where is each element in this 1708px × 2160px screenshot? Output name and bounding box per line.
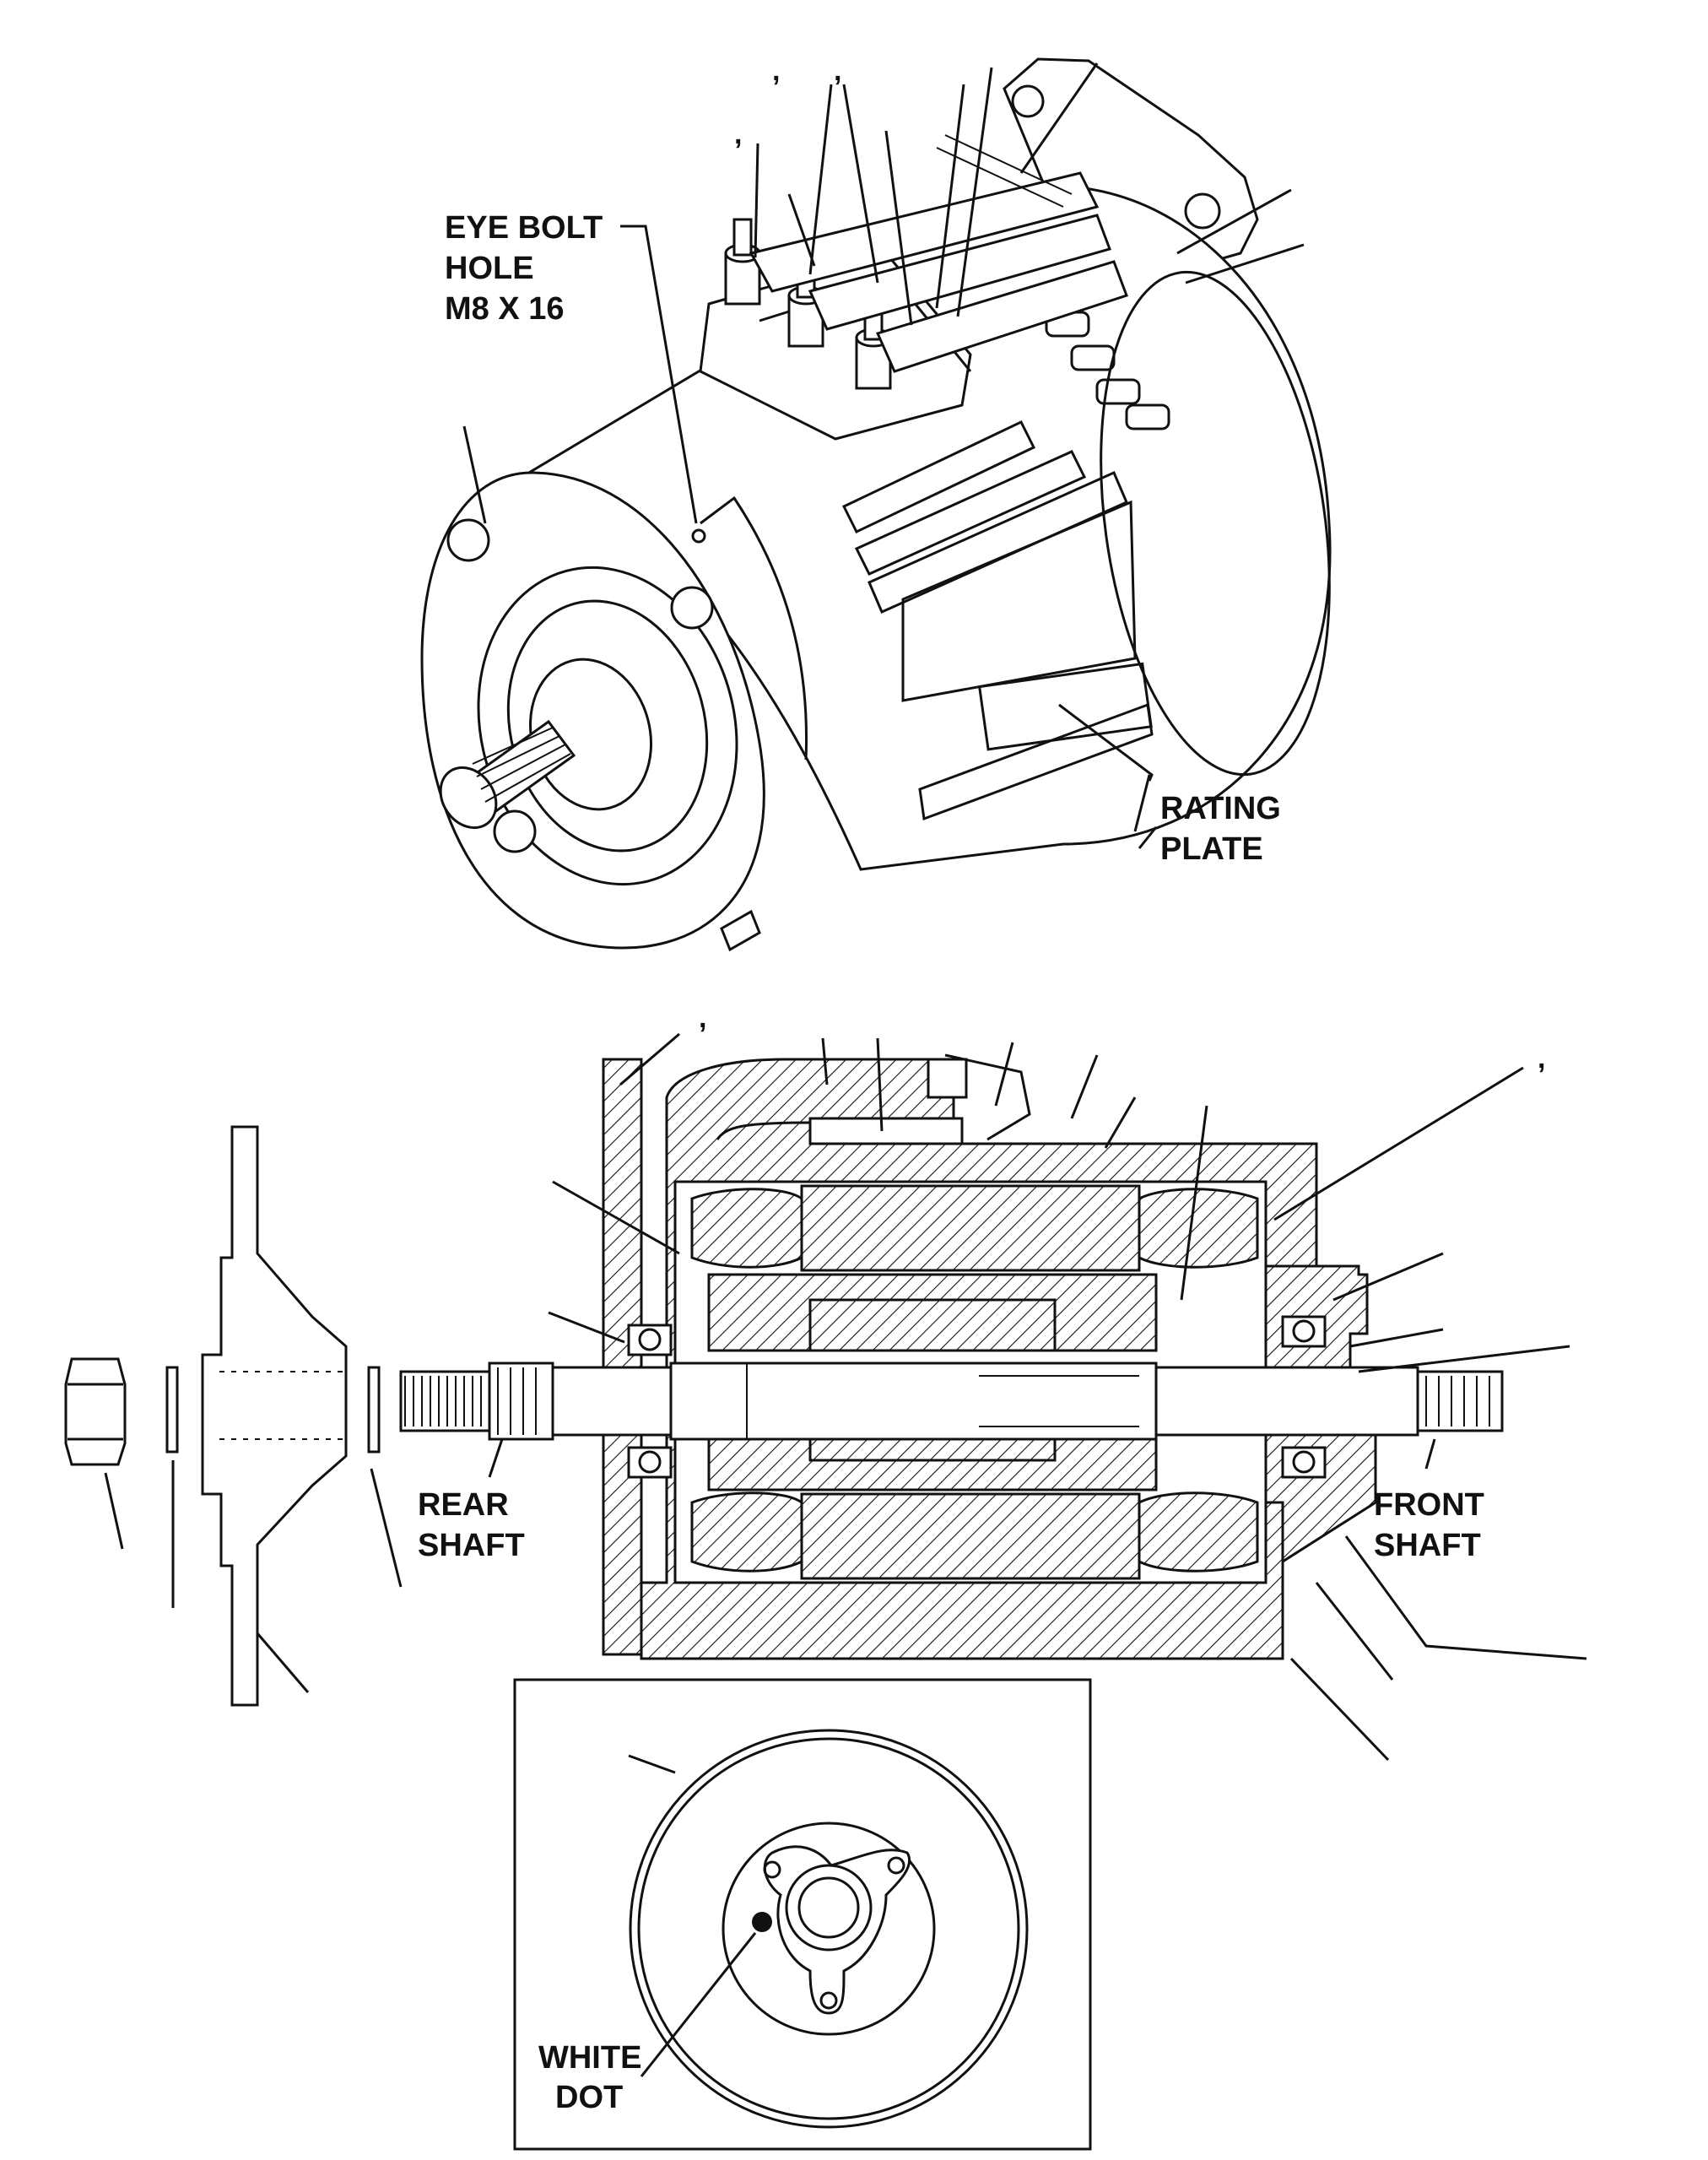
- stator-winding: [690, 1188, 803, 1269]
- terminal-block: [699, 134, 1128, 441]
- rear-bearing: [627, 1324, 673, 1479]
- power-cable: [875, 260, 1128, 373]
- washer: [367, 1366, 381, 1454]
- leader-lines-top: [462, 62, 1305, 849]
- cooling-slots: [841, 311, 1170, 821]
- end-cap-bolt: [670, 586, 714, 630]
- eye-bolt-label: HOLE: [445, 251, 534, 286]
- terminal-stud: [724, 218, 761, 306]
- rear-shaft-label: SHAFT: [418, 1528, 525, 1563]
- stator-winding: [690, 1491, 803, 1573]
- rear-spline: [399, 1362, 554, 1441]
- eye-bolt-label: EYE BOLT: [445, 210, 603, 246]
- callout-mark: ,: [699, 1002, 706, 1034]
- end-cap-bolt: [493, 809, 537, 853]
- stator-core: [800, 1492, 1141, 1580]
- callout-mark: ,: [834, 55, 841, 87]
- rotor-face-outer: [629, 1729, 1029, 2129]
- front-spline-shaft: [439, 719, 576, 830]
- power-cable: [808, 214, 1111, 331]
- front-spline: [1416, 1370, 1504, 1432]
- front-shaft-label: SHAFT: [1374, 1528, 1481, 1563]
- eye-bolt-hole: [691, 528, 706, 544]
- front-shaft-label: FRONT: [1374, 1487, 1484, 1523]
- end-cap-bolt: [446, 518, 490, 562]
- drive-flange: [201, 1125, 348, 1707]
- power-cable: [749, 171, 1100, 293]
- stator-core: [800, 1184, 1141, 1272]
- rating-plate-label: PLATE: [1160, 831, 1263, 867]
- leader-lines-middle: [104, 1032, 1587, 1762]
- exploded-parts: [64, 1125, 381, 1707]
- white-dot-label: WHITE: [538, 2040, 641, 2076]
- callout-mark: ,: [772, 55, 780, 87]
- labels: EYE BOLT HOLE M8 X 16 RATING PLATE REAR …: [418, 55, 1545, 2115]
- rear-shaft-label: REAR: [418, 1487, 509, 1523]
- front-bearing: [1281, 1315, 1327, 1479]
- stator-winding: [1138, 1491, 1259, 1573]
- flange-hole: [1184, 192, 1221, 230]
- rear-end-plate: [602, 1058, 643, 1656]
- motor-isometric-view: [420, 57, 1332, 952]
- hex-nut: [64, 1357, 127, 1466]
- washer: [165, 1366, 179, 1454]
- white-dot-marker: [752, 1912, 772, 1932]
- white-dot-label: DOT: [555, 2080, 623, 2115]
- rear-end-cap: [1100, 270, 1331, 777]
- flange-hole: [1011, 84, 1045, 118]
- eye-bolt-label: M8 X 16: [445, 291, 565, 327]
- terminal-connector: [927, 1058, 968, 1099]
- motor-section-view: [399, 1053, 1504, 1660]
- stator-winding: [1138, 1188, 1259, 1269]
- callout-mark: ,: [1538, 1042, 1545, 1075]
- white-dot-inset: [513, 1678, 1092, 2151]
- rotor-shaft: [488, 1362, 1419, 1441]
- rating-plate-label: RATING: [1160, 791, 1281, 826]
- callout-mark: ,: [734, 118, 742, 150]
- hub-flange: [763, 1845, 911, 2015]
- connector-clip: [720, 909, 761, 952]
- rating-plate-outline: [977, 662, 1153, 751]
- rotor-face-inner: [722, 1822, 936, 2036]
- inset-frame: [513, 1678, 1092, 2151]
